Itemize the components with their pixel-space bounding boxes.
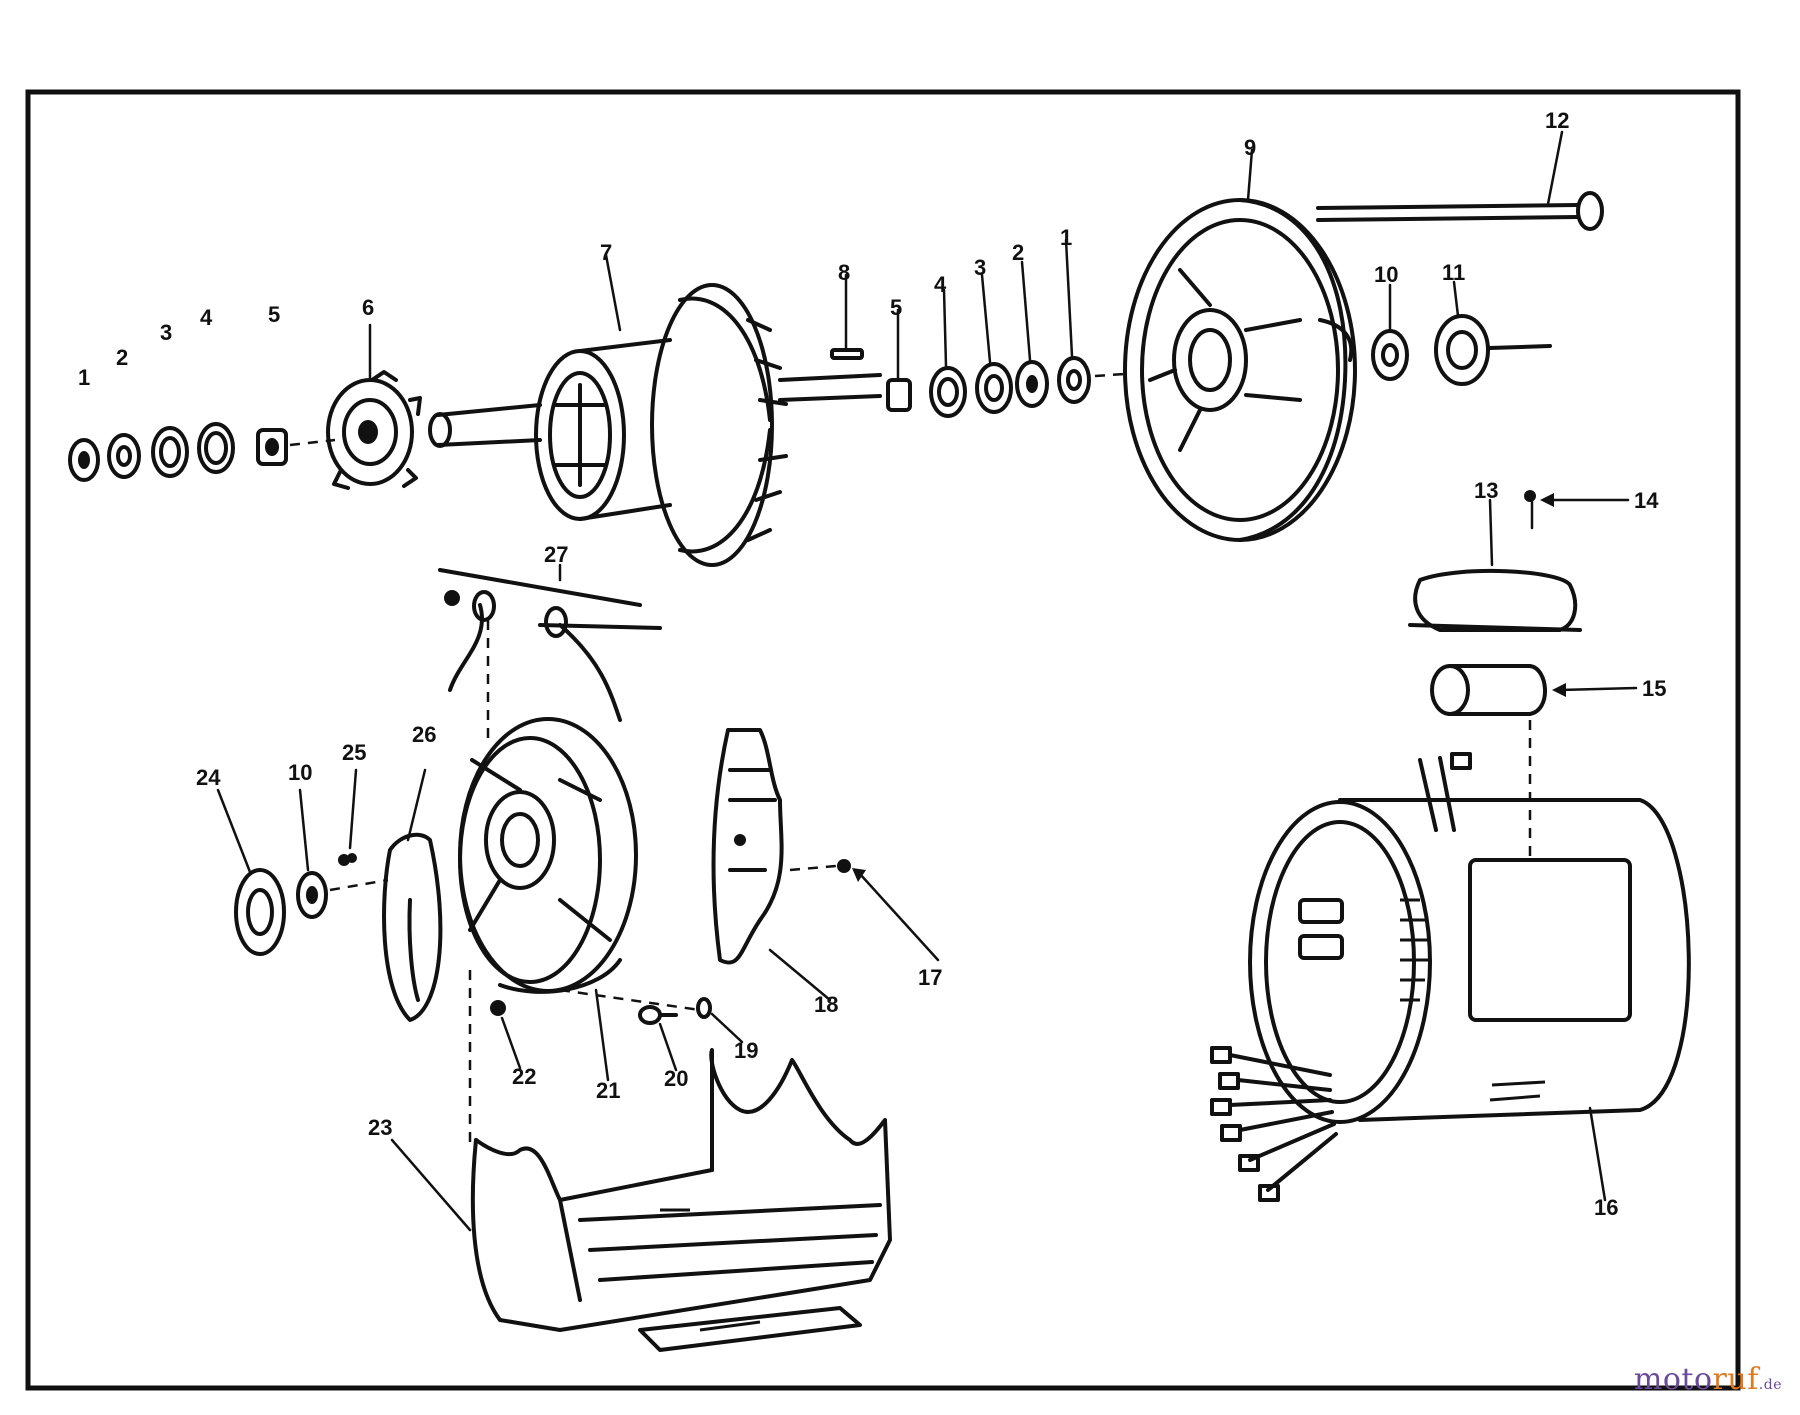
through-bolt-12 [1316,130,1604,231]
washer-3-right [975,273,1013,414]
callout-14: 14 [1634,488,1659,513]
washer-2-left [107,433,141,479]
callout-1-right: 1 [1060,225,1072,250]
callout-6: 6 [362,295,374,320]
watermark-part1: moto [1633,1362,1713,1397]
callout-19: 19 [734,1038,758,1063]
brush-holder-18 [711,728,832,1002]
callout-15: 15 [1642,676,1666,701]
callout-2-right: 2 [1012,240,1024,265]
washer-4-left [197,422,235,474]
callout-10-bottom: 10 [288,760,312,785]
stator-frame-16 [1210,752,1691,1202]
washer-1-left [68,438,100,482]
callout-24: 24 [196,765,221,790]
callout-5-right: 5 [890,295,902,320]
watermark-tld: .de [1758,1377,1782,1393]
capacitor-15 [1430,664,1638,716]
watermark-logo: motoruf.de [1634,1362,1782,1397]
screw-14 [1524,490,1630,530]
callout-21: 21 [596,1078,620,1103]
callout-27: 27 [544,542,568,567]
washer-10-bottom [296,788,328,919]
nut-5-left [256,428,288,466]
screw-20 [638,1005,678,1072]
capacitor-cover-13 [1408,498,1582,632]
screw-25 [338,768,358,866]
callout-3: 3 [160,320,172,345]
callout-13: 13 [1474,478,1498,503]
washer-10-top [1371,283,1409,381]
callout-labels: 1 2 3 4 5 6 7 8 5 4 3 2 1 9 12 10 11 13 … [78,108,1666,1220]
end-shield-21 [458,717,638,1082]
callout-3-right: 3 [974,255,986,280]
diagram-frame [25,89,1741,1391]
callout-2: 2 [116,345,128,370]
screw-22 [490,1000,522,1070]
bearing-24 [216,788,286,956]
washer-4-right [929,288,967,418]
callout-26: 26 [412,722,436,747]
callout-1: 1 [78,365,90,390]
key-8 [830,273,864,360]
callout-9: 9 [1244,135,1256,160]
washer-19 [696,997,744,1044]
washer-1-right [1057,238,1091,404]
base-23 [390,970,892,1352]
callout-20: 20 [664,1066,688,1091]
bearing-11 [1434,280,1552,386]
callout-7: 7 [600,240,612,265]
callout-8: 8 [838,260,850,285]
callout-4: 4 [200,305,213,330]
end-shield-9 [1123,148,1357,542]
callout-5: 5 [268,302,280,327]
callout-17: 17 [918,965,942,990]
nut-5-right [886,308,912,412]
watermark-part2: ruf [1712,1362,1759,1397]
gasket-26 [382,768,443,1022]
callout-10-top: 10 [1374,262,1398,287]
rotor-7 [428,253,882,567]
screw-17 [837,859,940,962]
callout-23: 23 [368,1115,392,1140]
callout-18: 18 [814,992,838,1017]
callout-25: 25 [342,740,366,765]
washer-2-right [1015,260,1049,408]
spring-assembly-27 [438,563,662,740]
coupling-6 [326,323,422,490]
washer-3-left [151,426,189,478]
callout-4-right: 4 [934,272,947,297]
callout-12: 12 [1545,108,1569,133]
callout-16: 16 [1594,1195,1618,1220]
callout-11: 11 [1442,260,1465,285]
callout-22: 22 [512,1064,536,1089]
